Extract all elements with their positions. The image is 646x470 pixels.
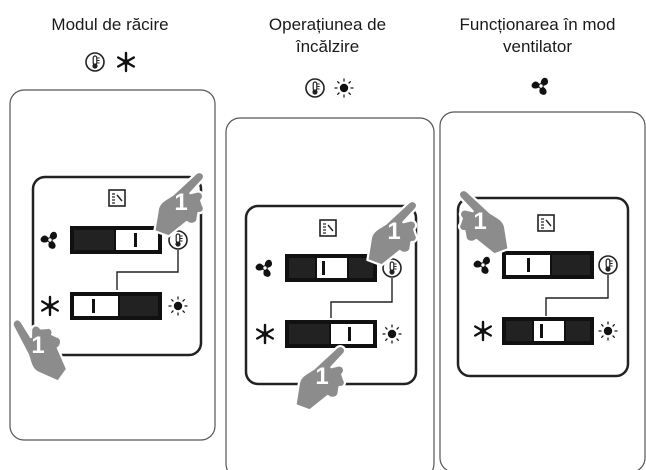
fan-mode-symbols [529, 77, 549, 97]
sun-icon [167, 295, 189, 317]
step-number: 1 [174, 189, 187, 216]
step-number: 1 [473, 208, 486, 235]
heating-mode-switch[interactable] [285, 320, 377, 348]
cooling-title-text: Modul de răcire [51, 15, 169, 34]
panel-settings-icon [108, 189, 126, 207]
cooling-fan-switch[interactable] [70, 226, 162, 254]
heating-hand-pointer-bottom: 1 [294, 344, 347, 412]
sun-icon [381, 323, 403, 345]
sun-icon [597, 320, 619, 342]
snowflake-icon [116, 51, 136, 73]
step-number: 1 [387, 218, 400, 245]
heating-mode-symbols [305, 77, 355, 99]
panel-settings-icon [537, 214, 555, 232]
fan-title-line1: Funcționarea în mod [459, 15, 616, 34]
heating-fan-switch[interactable] [285, 254, 377, 282]
fan-fan-switch[interactable] [502, 251, 594, 279]
cooling-mode-switch[interactable] [70, 292, 162, 320]
heating-hand-pointer-top: 1 [366, 199, 419, 267]
heating-title-line2: încălzire [295, 37, 360, 56]
fan-mode-switch[interactable] [502, 317, 594, 345]
fan-mode-title: Funcționarea în mod ventilator [435, 14, 640, 58]
fan-title-line2: ventilator [503, 37, 572, 56]
thermostat-icon [598, 255, 618, 275]
cooling-hand-pointer-top: 1 [153, 170, 206, 238]
heating-title-line1: Operațiunea de [268, 15, 387, 34]
step-number: 1 [315, 363, 328, 390]
fan-icon [529, 77, 549, 97]
panel-settings-icon [319, 219, 337, 237]
step-number: 1 [31, 332, 44, 359]
heating-mode-title: Operațiunea de încălzire [225, 14, 430, 58]
cooling-mode-title: Modul de răcire [10, 14, 210, 36]
thermostat-icon [85, 52, 105, 72]
sun-icon [333, 77, 355, 99]
thermostat-icon [305, 78, 325, 98]
cooling-mode-symbols [85, 51, 136, 73]
